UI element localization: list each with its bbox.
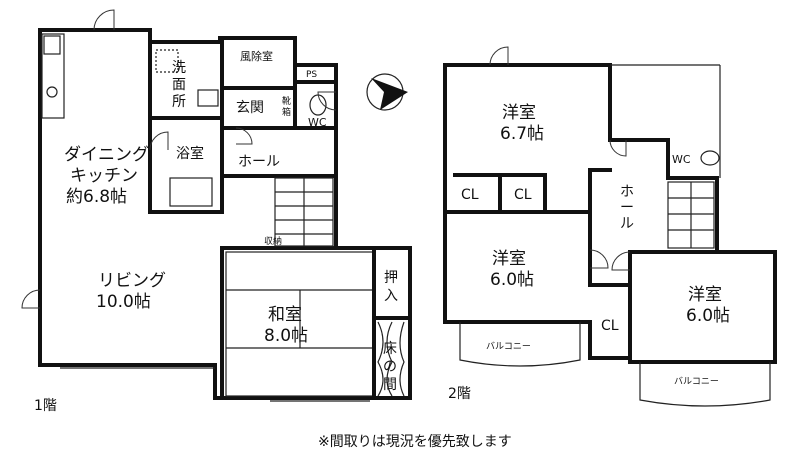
entrance-label: 玄関 bbox=[236, 99, 264, 116]
ps-label: PS bbox=[306, 70, 317, 80]
svg-text:6.0帖: 6.0帖 bbox=[490, 270, 534, 290]
svg-text:和室: 和室 bbox=[268, 305, 302, 325]
floor-2-outer-wall bbox=[443, 63, 777, 364]
balcony-b bbox=[639, 362, 771, 407]
hall-label-1f: ホール bbox=[238, 154, 280, 170]
floor-1-label: 1階 bbox=[34, 398, 57, 414]
svg-text:の: の bbox=[383, 359, 397, 375]
washroom-door bbox=[149, 131, 169, 151]
balcony-b-label: バルコニー bbox=[674, 376, 719, 387]
closet-a-label: CL bbox=[461, 187, 479, 203]
floor-2-label: 2階 bbox=[448, 386, 471, 402]
living-label: リビング bbox=[98, 271, 166, 291]
label-room-b: 洋室 6.0帖 bbox=[490, 249, 534, 290]
svg-text:靴: 靴 bbox=[282, 95, 291, 107]
living-size: 10.0帖 bbox=[96, 292, 151, 312]
dining-label: ダイニング bbox=[64, 145, 149, 165]
wc-door bbox=[317, 91, 337, 111]
wc-door-2f bbox=[609, 139, 627, 157]
windbreak-label: 風除室 bbox=[240, 49, 273, 63]
svg-text:箱: 箱 bbox=[282, 106, 291, 118]
wc-label-2f: WC bbox=[672, 153, 691, 166]
label-room-c: 洋室 6.0帖 bbox=[686, 285, 730, 326]
svg-text:洋室: 洋室 bbox=[492, 249, 526, 269]
compass-icon bbox=[366, 73, 408, 111]
toilet-icon-2f bbox=[700, 150, 720, 166]
washbasin-icon bbox=[197, 89, 219, 107]
dining-kitchen-size: 約6.8帖 bbox=[66, 187, 127, 207]
svg-text:所: 所 bbox=[172, 94, 186, 110]
svg-text:ホ: ホ bbox=[620, 184, 634, 200]
svg-text:入: 入 bbox=[384, 288, 398, 304]
svg-text:洗: 洗 bbox=[172, 60, 186, 76]
kitchen-counter bbox=[41, 33, 65, 119]
label-tokonoma: 床 の 間 bbox=[383, 341, 397, 393]
floor-2: 洋室 6.7帖 洋室 6.0帖 洋室 6.0帖 CL CL CL ホ ー ル W… bbox=[443, 46, 777, 407]
label-room-a: 洋室 6.7帖 bbox=[500, 103, 544, 144]
label-washroom: 洗 面 所 bbox=[172, 60, 186, 110]
svg-text:8.0帖: 8.0帖 bbox=[264, 326, 308, 346]
label-hall-2f: ホ ー ル bbox=[620, 184, 634, 232]
balcony-a-label: バルコニー bbox=[486, 341, 531, 352]
svg-text:ー: ー bbox=[620, 200, 634, 216]
svg-text:6.7帖: 6.7帖 bbox=[500, 124, 544, 144]
svg-text:押: 押 bbox=[384, 270, 398, 286]
svg-text:洋室: 洋室 bbox=[502, 103, 536, 123]
label-oshiire: 押 入 bbox=[384, 270, 398, 304]
floor-1-outer-wall bbox=[38, 28, 338, 400]
bathtub-icon bbox=[169, 177, 213, 207]
living-door bbox=[21, 289, 41, 309]
svg-text:ル: ル bbox=[620, 216, 634, 232]
label-washitsu: 和室 8.0帖 bbox=[264, 305, 308, 346]
label-living: リビング 10.0帖 bbox=[96, 271, 166, 312]
tokonoma-pattern bbox=[377, 321, 405, 397]
room-c-door bbox=[611, 251, 631, 271]
svg-text:間: 間 bbox=[383, 377, 397, 393]
balcony-a bbox=[459, 322, 581, 367]
closet-c-label: CL bbox=[601, 318, 619, 334]
storage-label: 収納 bbox=[264, 235, 282, 247]
svg-text:6.0帖: 6.0帖 bbox=[686, 306, 730, 326]
washing-machine-icon bbox=[155, 49, 179, 73]
kitchen-label: キッチン bbox=[70, 166, 138, 186]
kitchen-door bbox=[93, 9, 115, 31]
stove-icon bbox=[43, 35, 61, 55]
label-dining-kitchen: ダイニング キッチン 約6.8帖 bbox=[64, 145, 149, 207]
stairs-floor-1 bbox=[274, 177, 334, 247]
floor-1: ダイニング キッチン 約6.8帖 リビング 10.0帖 洗 面 所 浴室 風除室… bbox=[21, 9, 412, 414]
room-b-door bbox=[589, 249, 609, 269]
label-shoe-box: 靴 箱 bbox=[282, 95, 291, 118]
stairs-floor-2 bbox=[667, 181, 715, 249]
hall-door bbox=[235, 127, 253, 145]
closet-b-label: CL bbox=[514, 187, 532, 203]
room-a-door bbox=[489, 46, 509, 66]
svg-text:洋室: 洋室 bbox=[688, 285, 722, 305]
layout-note: ※間取りは現況を優先致します bbox=[318, 434, 512, 450]
svg-text:床: 床 bbox=[383, 341, 397, 357]
sink-icon bbox=[46, 86, 58, 98]
wc-label-1f: WC bbox=[308, 116, 327, 129]
bath-label: 浴室 bbox=[176, 145, 204, 162]
svg-text:面: 面 bbox=[172, 77, 186, 93]
